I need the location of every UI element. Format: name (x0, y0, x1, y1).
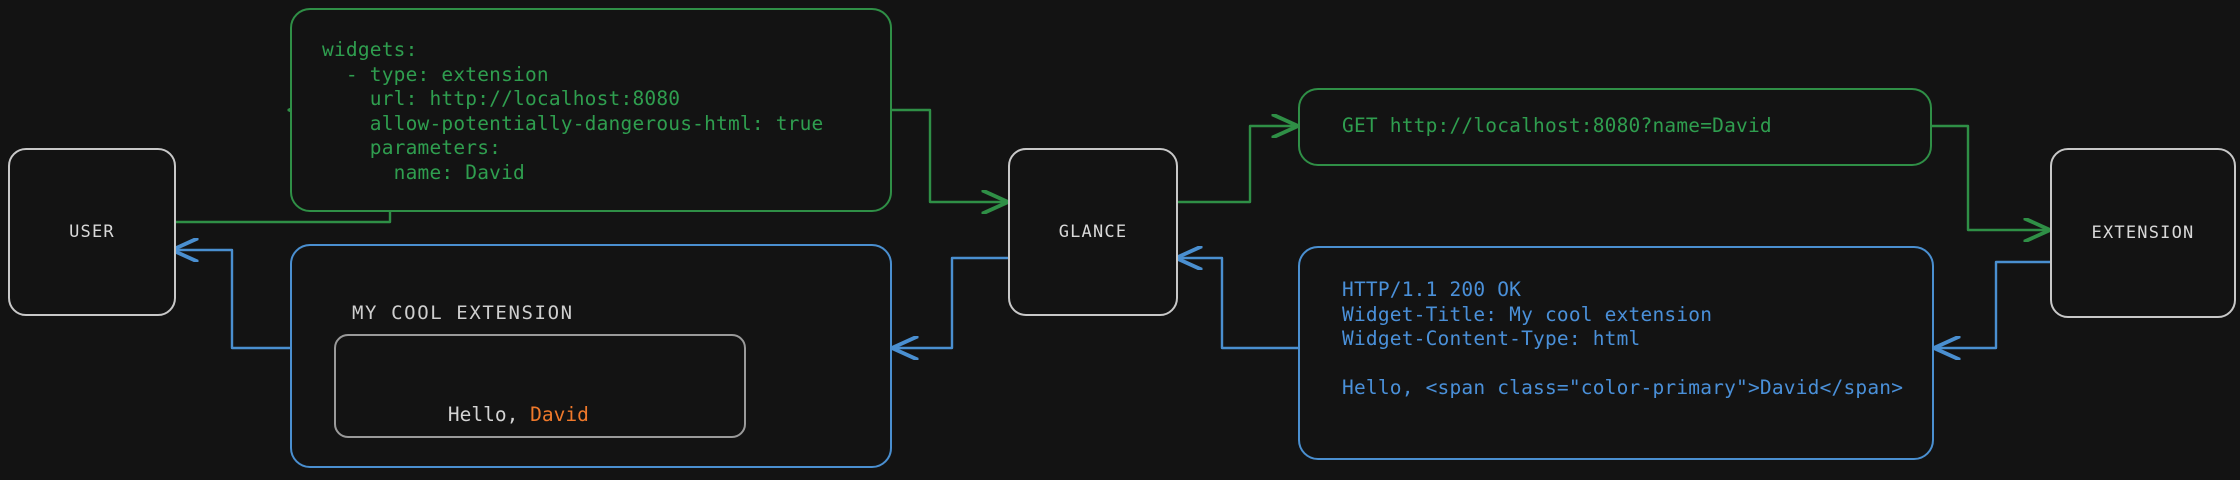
node-glance-label: GLANCE (1058, 222, 1128, 242)
widget-preview-greeting: Hello, David (354, 380, 589, 449)
edge-widget-to-user (172, 250, 290, 350)
http-response-text: HTTP/1.1 200 OK Widget-Title: My cool ex… (1342, 278, 1904, 399)
widget-preview-card: Hello, David (334, 334, 746, 438)
node-glance[interactable]: GLANCE (1008, 148, 1178, 316)
panel-http-response[interactable]: HTTP/1.1 200 OK Widget-Title: My cool ex… (1298, 246, 1934, 460)
config-yaml-text: widgets: - type: extension url: http://l… (322, 38, 824, 184)
panel-widget-preview[interactable]: MY COOL EXTENSION Hello, David (290, 244, 892, 468)
edge-request-to-extension (1932, 124, 2050, 230)
widget-preview-title: MY COOL EXTENSION (352, 302, 574, 324)
node-user[interactable]: USER (8, 148, 176, 316)
edge-extension-to-response (1934, 260, 2050, 348)
edge-config-to-glance (892, 108, 1008, 202)
edge-glance-to-widget (892, 256, 1008, 348)
node-extension[interactable]: EXTENSION (2050, 148, 2236, 318)
panel-config[interactable]: widgets: - type: extension url: http://l… (290, 8, 892, 212)
node-user-label: USER (69, 222, 115, 242)
node-extension-label: EXTENSION (2091, 223, 2195, 243)
greeting-prefix: Hello, (447, 403, 531, 426)
edge-response-to-glance (1176, 258, 1298, 350)
panel-http-request[interactable]: GET http://localhost:8080?name=David (1298, 88, 1932, 166)
greeting-name: David (530, 403, 589, 426)
http-request-text: GET http://localhost:8080?name=David (1342, 114, 1772, 137)
edge-glance-to-request (1174, 126, 1298, 204)
